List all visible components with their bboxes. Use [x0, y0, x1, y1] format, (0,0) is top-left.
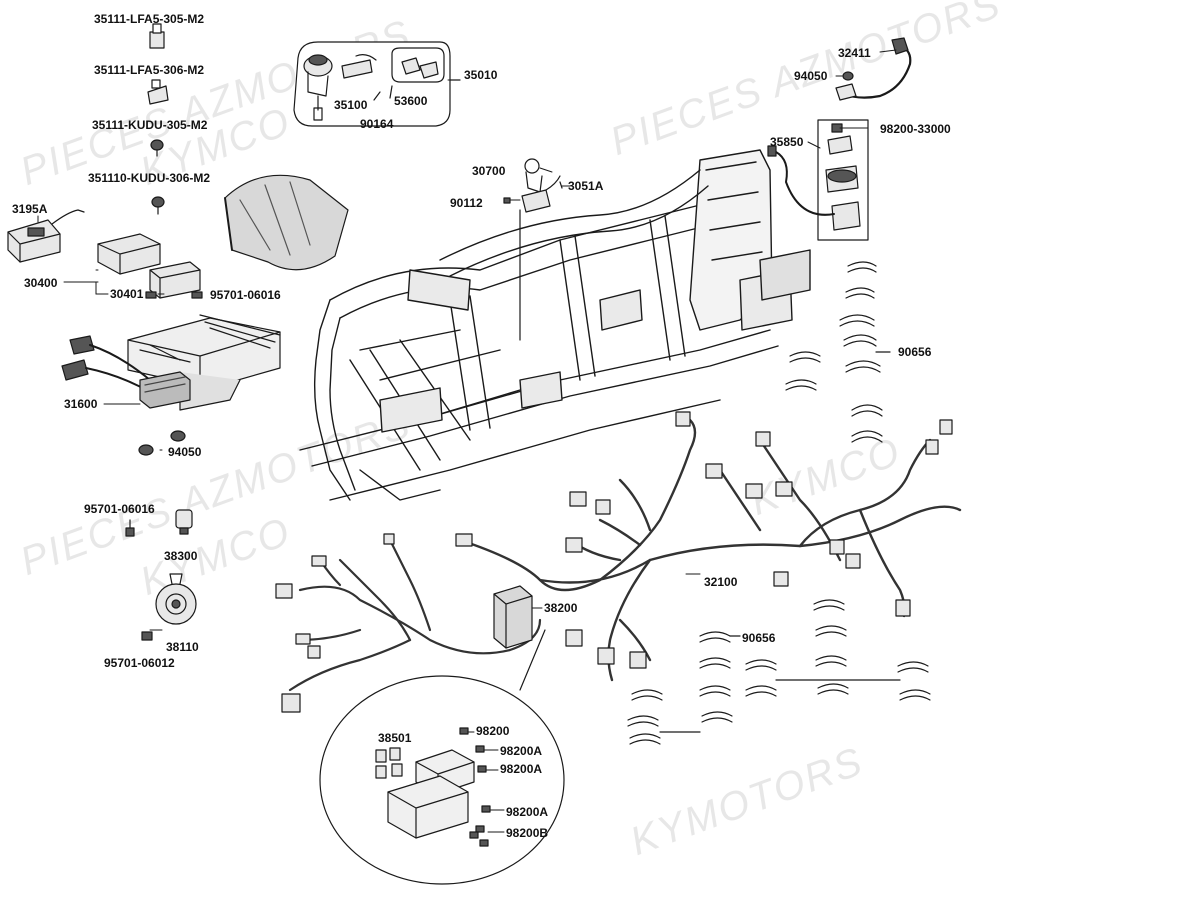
- rectifier-31600[interactable]: [61, 335, 191, 409]
- label-32100[interactable]: 32100: [704, 575, 738, 589]
- nut-94050-b[interactable]: [842, 71, 854, 81]
- label-90112[interactable]: 90112: [450, 196, 483, 210]
- headlight-cover[interactable]: [224, 174, 349, 271]
- cdi-unit-30400[interactable]: [97, 233, 161, 275]
- fuses-98200[interactable]: [459, 727, 491, 847]
- nut-94050-a[interactable]: [138, 430, 186, 456]
- horn-38110[interactable]: [155, 573, 197, 625]
- label-35111-kudu-305-m2[interactable]: 35111-KUDU-305-M2: [92, 118, 208, 132]
- label-98200a-2[interactable]: 98200A: [500, 762, 543, 776]
- label-38300[interactable]: 38300: [164, 549, 198, 563]
- label-3051a[interactable]: 3051A: [568, 179, 604, 193]
- label-35111-lfa5-305-m2[interactable]: 35111-LFA5-305-M2: [94, 12, 205, 26]
- label-32411[interactable]: 32411: [838, 46, 871, 60]
- label-30401[interactable]: 30401: [110, 287, 144, 301]
- fuse-box[interactable]: [387, 749, 475, 839]
- wiring-harness-32100[interactable]: [458, 418, 962, 682]
- label-31600[interactable]: 31600: [64, 397, 98, 411]
- label-95701-06016-b[interactable]: 95701-06016: [84, 502, 155, 516]
- secondary-harness[interactable]: [288, 538, 542, 692]
- label-98200a-3[interactable]: 98200A: [506, 805, 549, 819]
- key-blank-kudu-305[interactable]: [150, 139, 164, 157]
- label-35111-lfa5-306-m2[interactable]: 35111-LFA5-306-M2: [94, 63, 205, 77]
- label-95701-06016-a[interactable]: 95701-06016: [210, 288, 281, 302]
- key-blank-lfa5-306[interactable]: [147, 79, 169, 105]
- clips-90656-upper[interactable]: [785, 261, 891, 443]
- label-30400[interactable]: 30400: [24, 276, 58, 290]
- bolt-95701-06012[interactable]: [141, 631, 153, 641]
- sensor-3051a[interactable]: [521, 158, 563, 213]
- key-blank-lfa5-305[interactable]: [149, 23, 165, 49]
- clips-90656-lower[interactable]: [627, 599, 931, 745]
- label-38110[interactable]: 38110: [166, 640, 199, 654]
- label-98200[interactable]: 98200: [476, 724, 510, 738]
- label-38501[interactable]: 38501: [378, 731, 412, 745]
- label-35850[interactable]: 35850: [770, 135, 804, 149]
- label-90164[interactable]: 90164: [360, 117, 394, 131]
- key-blank-kudu-306[interactable]: [151, 196, 165, 215]
- starter-relay-group-35850[interactable]: [767, 119, 869, 241]
- module-38200[interactable]: [493, 585, 533, 649]
- battery-tray[interactable]: [127, 314, 281, 411]
- relays-38501[interactable]: [375, 747, 403, 779]
- label-98200b[interactable]: 98200B: [506, 826, 549, 840]
- ignition-switch-set-35010[interactable]: [293, 41, 461, 127]
- label-95701-06012[interactable]: 95701-06012: [104, 656, 175, 670]
- secondary-harness-connectors[interactable]: [275, 533, 395, 713]
- label-53600[interactable]: 53600: [394, 94, 428, 108]
- bolt-90112[interactable]: [503, 197, 511, 204]
- label-38200[interactable]: 38200: [544, 601, 578, 615]
- label-35100[interactable]: 35100: [334, 98, 368, 112]
- label-30700[interactable]: 30700: [472, 164, 506, 178]
- frame[interactable]: [299, 149, 811, 501]
- label-98200a-1[interactable]: 98200A: [500, 744, 543, 758]
- connector-3195a[interactable]: [7, 209, 85, 263]
- harness-connectors[interactable]: [455, 411, 953, 669]
- horn-relay-38300[interactable]: [175, 509, 193, 535]
- label-3195a[interactable]: 3195A: [12, 202, 48, 216]
- battery-cable-32411[interactable]: [835, 37, 912, 101]
- label-98200-33000[interactable]: 98200-33000: [880, 122, 951, 136]
- label-94050-b[interactable]: 94050: [794, 69, 828, 83]
- label-90656-a[interactable]: 90656: [898, 345, 932, 359]
- leader-lines: [37, 49, 897, 833]
- label-90656-b[interactable]: 90656: [742, 631, 776, 645]
- label-35010[interactable]: 35010: [464, 68, 498, 82]
- label-94050-a[interactable]: 94050: [168, 445, 202, 459]
- bolt-95701-06016-a[interactable]: [145, 291, 203, 299]
- label-351110-kudu-306-m2[interactable]: 351110-KUDU-306-M2: [88, 171, 211, 185]
- bolt-95701-06016-b[interactable]: [125, 519, 135, 537]
- cdi-unit-30401[interactable]: [149, 261, 201, 299]
